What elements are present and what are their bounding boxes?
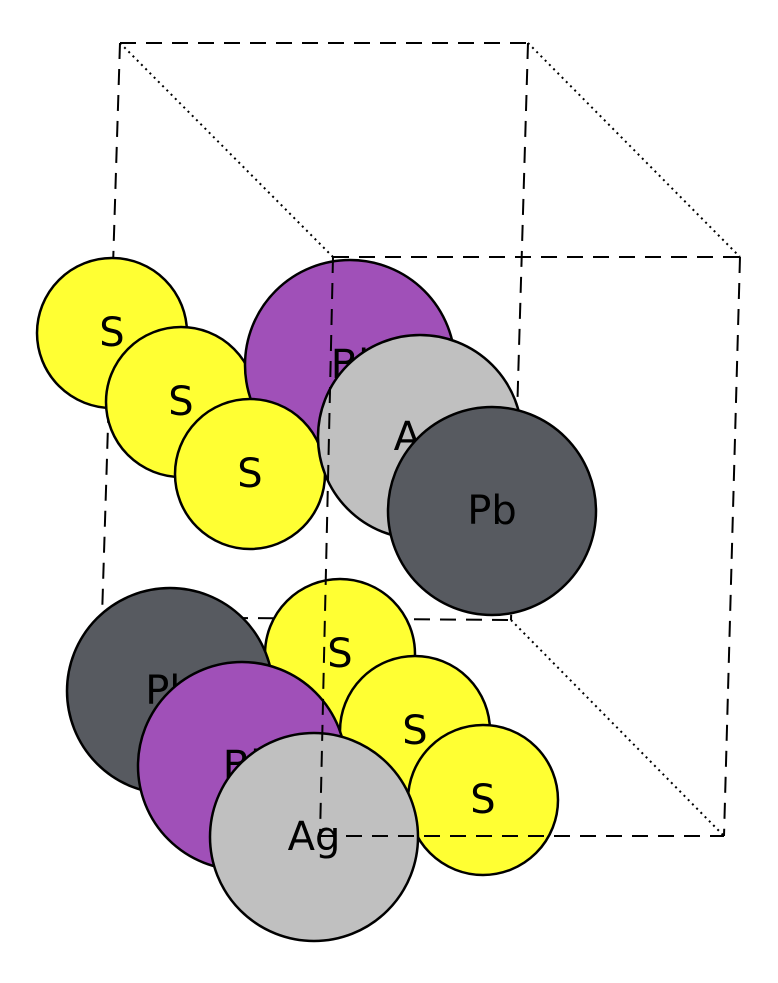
cell-edge-right-front-vertical — [723, 256, 741, 837]
cell-edge-bottom-back — [101, 616, 512, 621]
atom-label: Pb — [467, 488, 517, 534]
cell-edge-bottom-right-depth — [510, 619, 725, 837]
atom-label: S — [168, 379, 193, 425]
atom-s: S — [173, 397, 327, 551]
atom-label: S — [327, 631, 352, 677]
atom-sphere — [208, 731, 420, 943]
atom-label: S — [237, 451, 262, 497]
atom-label: S — [99, 310, 124, 356]
cell-edge-top-right-depth — [527, 42, 741, 258]
atom-label: S — [470, 777, 495, 823]
cell-edge-left-front-vertical — [319, 256, 334, 837]
atom-sphere — [386, 405, 598, 617]
atom-s: S — [406, 723, 560, 877]
atom-label: S — [402, 708, 427, 754]
cell-edge-top-left-depth — [119, 42, 334, 258]
atoms-layer: SSBiSAgPbSPbSBiSAg — [35, 256, 598, 943]
atom-ag: Ag — [208, 731, 420, 943]
atom-pb: Pb — [386, 405, 598, 617]
unit-cell-front-edges — [319, 256, 741, 837]
